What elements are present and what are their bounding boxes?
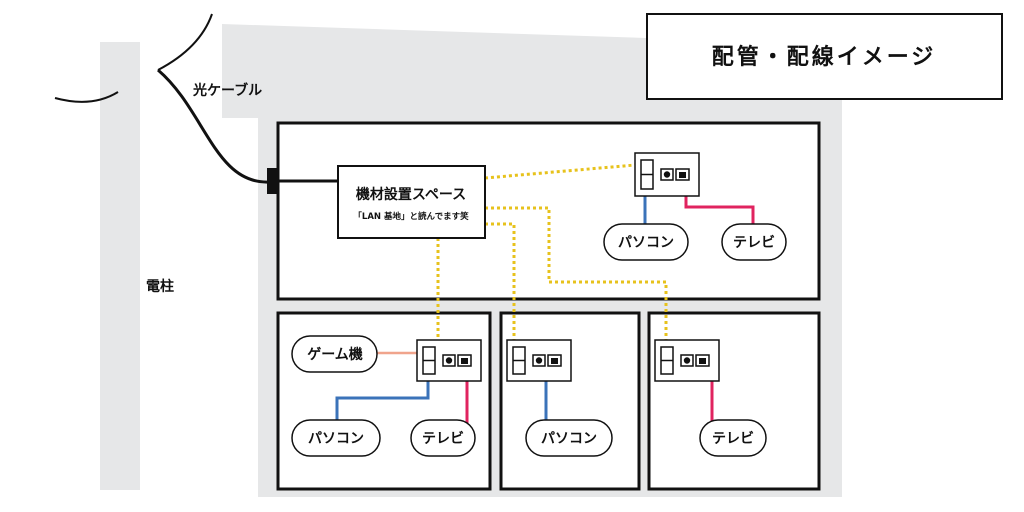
conduit-lines — [436, 163, 668, 346]
device-right-tv — [699, 419, 767, 457]
device-top-tv — [721, 223, 787, 261]
device-top-tv-label: テレビ — [733, 235, 775, 251]
outlet-bottom-middle — [506, 339, 572, 382]
device-middle-pc-label: パソコン — [541, 431, 597, 447]
title-text: 配管・配線イメージ — [712, 44, 937, 70]
device-middle-pc — [525, 419, 613, 457]
device-top-pc — [603, 223, 689, 261]
conduit-to-middle-outlet — [485, 222, 516, 346]
title-box — [646, 13, 1003, 100]
utility-pole — [100, 42, 140, 490]
device-left-tv-label: テレビ — [422, 431, 464, 447]
cable-left-pc — [335, 381, 430, 423]
equipment-space-subtitle: 「LAN 基地」と読んでます笑 — [353, 211, 469, 222]
conduit-to-top-outlet — [484, 163, 636, 180]
pole-label: 電柱 — [146, 278, 174, 295]
device-right-tv-label: テレビ — [712, 431, 754, 447]
device-left-tv — [410, 419, 476, 457]
fiber-entry-port — [267, 168, 277, 194]
device-game-label: ゲーム機 — [307, 346, 363, 363]
fiber-label: 光ケーブル — [192, 82, 262, 99]
equipment-space-box — [337, 165, 486, 239]
outlet-bottom-left — [416, 339, 482, 382]
device-game — [291, 335, 378, 373]
equipment-space-title: 機材設置スペース — [356, 186, 466, 203]
conduit-to-right-outlet — [485, 206, 668, 346]
outlet-top — [634, 152, 700, 197]
device-left-pc — [291, 419, 381, 457]
device-left-pc-label: パソコン — [308, 431, 364, 447]
cable-top-tv — [684, 196, 755, 228]
fiber-cable — [157, 68, 271, 184]
device-top-pc-label: パソコン — [618, 235, 674, 251]
outlet-bottom-right — [654, 339, 720, 382]
overhead-wire-right — [157, 13, 213, 71]
overhead-wire-left — [54, 91, 119, 103]
